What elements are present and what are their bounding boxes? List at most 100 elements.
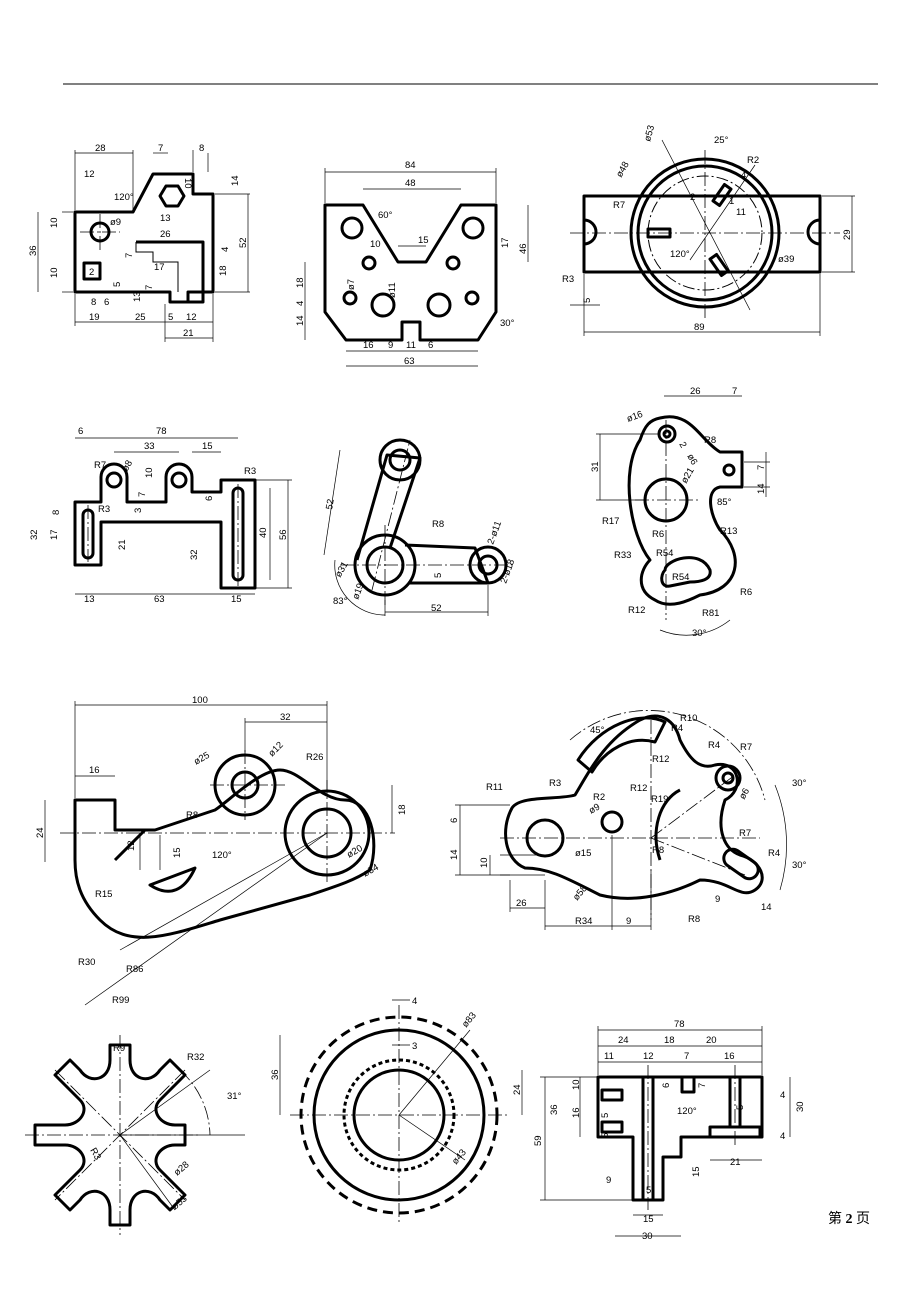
dimension-label: 15 <box>202 441 213 452</box>
dimension-label: 5 <box>600 1133 611 1138</box>
dimension-label: 52 <box>324 498 337 510</box>
dimension-label: 5 <box>735 1105 746 1110</box>
dimension-label: 4 <box>780 1131 785 1142</box>
dimension-label: 15 <box>418 235 429 246</box>
dimension-label: R6 <box>652 529 664 540</box>
dimension-label: 6 <box>204 496 215 501</box>
dimension-label: 16 <box>571 1107 582 1118</box>
dimension-label: ø43 <box>450 1147 469 1167</box>
dimension-label: 21 <box>730 1157 741 1168</box>
dimension-label: 11 <box>736 207 746 218</box>
dimension-label: 52 <box>431 603 442 614</box>
dimension-label: 16 <box>363 340 374 351</box>
dimension-label: 10 <box>370 239 381 250</box>
dimension-label: R54 <box>656 548 673 559</box>
dimension-label: 85° <box>717 497 732 508</box>
dimension-label: 10 <box>479 857 490 868</box>
dimension-label: 4 <box>295 301 306 306</box>
dimension-label: ø6 <box>684 452 699 467</box>
dimension-label: 32 <box>29 529 40 540</box>
dimension-label: 13 <box>84 594 95 605</box>
dimension-label: R13 <box>720 526 737 537</box>
dimension-label: 24 <box>618 1035 629 1046</box>
dimension-label: R4 <box>671 723 683 734</box>
dimension-label: 120° <box>212 850 232 861</box>
dimension-label: 4 <box>741 170 746 181</box>
dimension-label: 13 <box>132 291 143 302</box>
dimension-label: R8 <box>688 914 700 925</box>
dimension-label: 10 <box>571 1079 582 1090</box>
dimension-label: 84 <box>405 160 416 171</box>
page-suffix: 页 <box>856 1212 870 1227</box>
dimension-label: ø25 <box>192 750 212 768</box>
dimension-label: 2 <box>690 192 695 203</box>
dimension-label: 11 <box>406 340 416 351</box>
dimension-label: R15 <box>95 889 112 900</box>
dimension-label: 5 <box>112 282 123 287</box>
dimension-label: 7 <box>124 253 135 258</box>
dimension-label: 26 <box>690 386 701 397</box>
dimension-label: ø8 <box>120 458 135 473</box>
dimension-label: 45° <box>590 725 605 736</box>
dimension-label: 26 <box>516 898 527 909</box>
dimension-label: 36 <box>549 1104 560 1115</box>
dimension-label: ø9 <box>587 802 602 817</box>
dimension-label: 25° <box>714 135 729 146</box>
dimension-label: ø15 <box>575 848 591 859</box>
dimension-label: 18 <box>664 1035 675 1046</box>
dimension-label: 18 <box>218 265 229 276</box>
dimension-label: R3 <box>549 778 561 789</box>
dimension-label: R2 <box>747 155 759 166</box>
page-prefix: 第 <box>828 1212 842 1227</box>
dimension-label: 48 <box>405 178 416 189</box>
page-number: 2 <box>845 1212 853 1227</box>
dimension-label: 21 <box>183 328 194 339</box>
dimension-label: 32 <box>280 712 291 723</box>
dimension-label: R3 <box>244 466 256 477</box>
dimension-label: 8 <box>199 143 204 154</box>
dimension-label: 10 <box>144 467 155 478</box>
dimension-label: 15 <box>172 847 183 858</box>
dimension-label: R26 <box>306 752 323 763</box>
dimension-label: 11 <box>604 1051 614 1062</box>
dimension-label: 21 <box>117 539 128 550</box>
dimension-label: 8 <box>51 510 62 515</box>
dimension-label: 14 <box>449 849 460 860</box>
dimension-label: 78 <box>156 426 167 437</box>
dimension-label: 14 <box>295 315 306 326</box>
dimension-label: 7 <box>158 143 163 154</box>
dimension-label: R81 <box>702 608 719 619</box>
dimension-label: 15 <box>643 1214 654 1225</box>
dimension-label: ø11 <box>387 282 398 298</box>
dimension-label: 83° <box>333 596 348 607</box>
dimension-label: R19 <box>651 794 668 805</box>
dimension-label: R6 <box>740 587 752 598</box>
dimension-label: ø53 <box>170 1193 190 1212</box>
dimension-label: ø21 <box>679 466 697 486</box>
dimension-label: R8 <box>432 519 444 530</box>
dimension-label: 2-ø18 <box>498 558 517 585</box>
dimension-label: 120° <box>677 1106 697 1117</box>
dimension-label: ø39 <box>778 254 794 265</box>
dimension-label: 5 <box>646 1185 651 1196</box>
dimension-label: 46 <box>518 243 529 254</box>
dimension-label: R32 <box>187 1052 204 1063</box>
dimension-label: ø19 <box>350 582 366 601</box>
dimension-label: 14 <box>230 175 241 186</box>
dimension-label: R8 <box>186 810 198 821</box>
dimension-label: 4 <box>780 1090 785 1101</box>
dimension-label: 100 <box>192 695 208 706</box>
dimension-label: 28 <box>95 143 106 154</box>
dimension-label: 26 <box>160 229 171 240</box>
dimension-label: R2 <box>593 792 605 803</box>
dimension-label: ø53 <box>642 124 657 143</box>
dimension-label: 17 <box>500 237 511 248</box>
dimension-label: 6 <box>449 818 460 823</box>
dimension-label: 2-ø11 <box>485 520 504 546</box>
dimension-label: 7 <box>697 1083 708 1088</box>
